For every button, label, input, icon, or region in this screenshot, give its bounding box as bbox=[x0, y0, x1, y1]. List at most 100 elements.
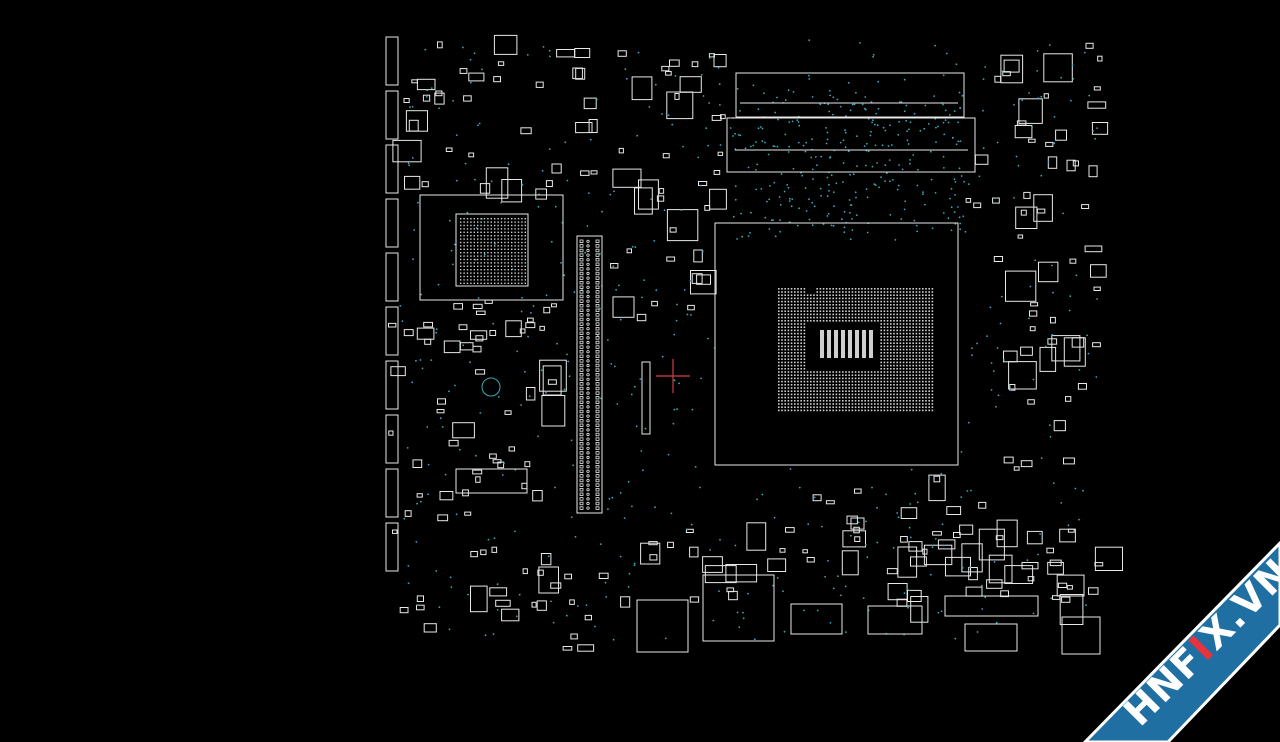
test-pad bbox=[627, 586, 630, 588]
test-pad bbox=[950, 206, 953, 209]
test-pad bbox=[916, 501, 919, 504]
component-outline bbox=[1004, 565, 1034, 584]
test-pad bbox=[612, 638, 615, 641]
pcie-pin bbox=[595, 428, 600, 432]
component-outline bbox=[532, 490, 543, 502]
test-pad bbox=[599, 543, 602, 545]
test-pad bbox=[791, 198, 794, 201]
cpu-pin bbox=[899, 368, 902, 370]
pcie-pin bbox=[586, 308, 590, 312]
pcie-pin bbox=[586, 497, 590, 501]
cpu-pin bbox=[822, 300, 825, 303]
cpu-pin bbox=[854, 297, 857, 300]
component-outline bbox=[1047, 561, 1064, 575]
chipset-ball bbox=[460, 218, 462, 220]
pcie-pin bbox=[595, 262, 600, 266]
pcie-pin bbox=[586, 501, 590, 506]
chipset-ball bbox=[487, 272, 489, 274]
chipset-ball bbox=[521, 272, 523, 274]
chipset-ball bbox=[490, 238, 492, 240]
cpu-pin bbox=[912, 368, 914, 370]
cpu-pin bbox=[803, 393, 806, 396]
cpu-pin bbox=[816, 371, 818, 373]
cpu-pin bbox=[864, 313, 866, 316]
test-pad bbox=[588, 192, 590, 195]
test-pad bbox=[734, 544, 737, 547]
test-pad bbox=[1085, 604, 1087, 607]
cpu-pin bbox=[813, 384, 815, 386]
cpu-pin bbox=[826, 313, 828, 316]
chipset-ball bbox=[497, 262, 499, 264]
cpu-pin bbox=[883, 307, 886, 309]
chipset-ball bbox=[507, 255, 509, 257]
chipset-ball bbox=[524, 238, 526, 240]
pcie-pin bbox=[586, 313, 590, 317]
test-pad bbox=[894, 239, 897, 241]
chipset-ball bbox=[514, 224, 516, 227]
cpu-pin bbox=[800, 288, 802, 290]
test-pad bbox=[820, 194, 822, 197]
pcie-pin bbox=[579, 455, 584, 460]
cpu-pin bbox=[906, 380, 908, 383]
test-pad bbox=[737, 134, 740, 136]
cpu-pin bbox=[842, 387, 844, 389]
cpu-pin bbox=[790, 307, 793, 309]
cpu-pin bbox=[931, 329, 934, 332]
cpu-pin bbox=[899, 329, 902, 332]
pcie-pin bbox=[595, 409, 600, 414]
chipset-ball bbox=[483, 235, 486, 237]
chipset-ball bbox=[517, 279, 520, 281]
cpu-pin bbox=[886, 368, 889, 370]
cpu-pin bbox=[870, 409, 873, 412]
cpu-pin bbox=[842, 377, 844, 380]
component-outline bbox=[961, 543, 983, 573]
test-pad bbox=[494, 242, 496, 245]
cpu-pin bbox=[854, 307, 857, 309]
cpu-pin bbox=[794, 307, 796, 309]
cpu-pin bbox=[848, 403, 850, 405]
chipset-ball bbox=[460, 279, 462, 281]
pcie-pin bbox=[595, 506, 600, 510]
test-pad bbox=[717, 66, 720, 69]
test-pad bbox=[968, 421, 970, 424]
cpu-pin bbox=[858, 313, 860, 316]
component-outline bbox=[547, 379, 557, 385]
chipset-ball bbox=[500, 231, 503, 233]
pcie-pin bbox=[579, 400, 584, 404]
cpu-pin bbox=[803, 294, 806, 296]
cpu-pin bbox=[861, 297, 863, 300]
cpu-pin bbox=[778, 342, 780, 344]
cpu-pin bbox=[880, 339, 882, 341]
chipset-ball bbox=[477, 265, 479, 267]
cpu-pin bbox=[922, 329, 924, 332]
chipset-ball bbox=[524, 218, 526, 220]
cpu-pin bbox=[838, 304, 841, 306]
chipset-ball bbox=[466, 238, 469, 240]
test-pad bbox=[849, 173, 851, 176]
test-pad bbox=[903, 110, 906, 113]
test-pad bbox=[631, 245, 634, 248]
cpu-pin bbox=[861, 403, 863, 405]
component-outline bbox=[539, 359, 567, 392]
component-outline bbox=[472, 303, 483, 309]
test-pad bbox=[697, 156, 700, 159]
component-outline bbox=[1029, 326, 1036, 332]
chipset-ball bbox=[490, 255, 492, 257]
test-pad bbox=[490, 180, 493, 183]
cpu-pin bbox=[861, 316, 863, 319]
cpu-pin bbox=[790, 313, 793, 316]
cpu-pin bbox=[826, 300, 828, 303]
cpu-pin bbox=[877, 390, 879, 392]
cpu-pin bbox=[883, 364, 886, 367]
test-pad bbox=[835, 182, 838, 185]
chipset-ball bbox=[514, 258, 516, 261]
chipset-ball bbox=[507, 224, 509, 227]
cpu-pin bbox=[819, 313, 822, 316]
chipset-ball bbox=[477, 224, 479, 227]
cpu-pin bbox=[899, 377, 902, 380]
cpu-pin bbox=[851, 294, 854, 296]
pcie-pin bbox=[586, 455, 590, 460]
pcie-pin bbox=[579, 349, 584, 354]
cpu-pin bbox=[784, 368, 786, 370]
